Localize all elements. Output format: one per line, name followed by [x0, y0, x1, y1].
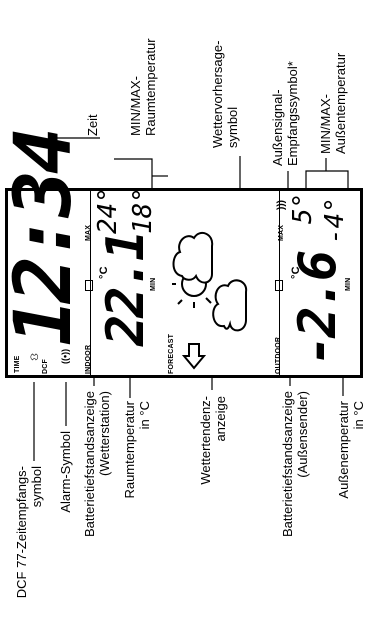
label-dcf-symbol-2: symbol: [29, 466, 44, 508]
label-forecast-symbol-1: Wettervorhersage-: [210, 40, 225, 148]
label-indoor-minmax-2: Raumtemperatur: [143, 38, 158, 136]
trend-arrow-icon: [182, 343, 206, 370]
label-indoor-minmax-1: MIN/MAX-: [128, 76, 143, 136]
label-dcf-symbol-1: DCF 77-Zeitempfangs-: [14, 466, 29, 599]
label-outdoor-temp: Außenemperatur in °C: [336, 401, 366, 506]
indoor-min-tag: MIN: [150, 277, 157, 291]
label-outdoor-temp-2: in °C: [351, 401, 366, 430]
label-trend-2: anzeige: [213, 396, 228, 442]
label-outdoor-minmax-2: Außentemperatur: [333, 52, 348, 154]
label-outdoor-minmax: MIN/MAX- Außentemperatur: [318, 53, 348, 154]
cloud-upper-icon: [172, 231, 214, 284]
outdoor-unit: °C: [290, 266, 302, 279]
label-forecast-symbol-2: symbol: [225, 106, 240, 148]
label-alarm-symbol: Alarm-Symbol: [58, 431, 73, 513]
label-battery-sender-2: (Außensender): [295, 391, 310, 478]
label-outdoor-signal-2: Empfangssymbol*: [285, 61, 300, 166]
forecast-tag: FORECAST: [168, 333, 175, 374]
time-tag: TIME: [14, 355, 21, 373]
indoor-temp-display: 22.1: [96, 232, 156, 346]
label-outdoor-minmax-1: MIN/MAX-: [318, 94, 333, 154]
label-battery-sender: Batterietiefstandsanzeige (Außensender): [280, 391, 310, 556]
time-display: 12:34: [0, 131, 89, 346]
weather-forecast-icon: [172, 231, 248, 332]
battery-sender-icon: [275, 280, 283, 291]
label-outdoor-signal-1: Außensignal-: [270, 89, 285, 166]
outdoor-tag: OUTDOOR: [275, 336, 282, 374]
label-trend: Wettertendenz- anzeige: [198, 396, 228, 506]
battery-station-icon: [85, 280, 93, 291]
label-indoor-temp: Raumtemperatur in °C: [122, 401, 152, 506]
label-indoor-minmax: MIN/MAX- Raumtemperatur: [128, 38, 158, 136]
outdoor-min-tag: MIN: [345, 277, 352, 291]
dcf-tag: DCF: [42, 359, 49, 374]
indoor-unit: °C: [98, 266, 110, 279]
label-dcf-symbol: DCF 77-Zeitempfangs- symbol: [14, 466, 44, 616]
outdoor-max-tag: MAX: [278, 224, 285, 241]
bracket-outdoor-minmax: [305, 170, 349, 196]
indoor-tag: INDOOR: [85, 344, 92, 374]
label-indoor-temp-2: in °C: [137, 401, 152, 430]
cloud-lower-icon: [212, 279, 248, 332]
indoor-max-tag: MAX: [85, 224, 92, 241]
label-battery-station-2: (Wetterstation): [97, 391, 112, 477]
indoor-min-value: 18°: [128, 187, 158, 234]
label-battery-station-1: Batterietiefstandsanzeige: [82, 391, 97, 537]
dcf-icon: ⛻: [29, 352, 41, 361]
outdoor-max-value: 5°: [288, 192, 318, 224]
label-forecast-symbol: Wettervorhersage- symbol: [210, 41, 240, 148]
label-battery-sender-1: Batterietiefstandsanzeige: [280, 391, 295, 537]
signal-icon: ))): [276, 200, 287, 210]
alarm-icon: ((•)): [60, 348, 70, 364]
label-outdoor-temp-1: Außenemperatur: [336, 401, 351, 499]
label-outdoor-signal: Außensignal- Empfangssymbol*: [270, 61, 300, 166]
label-battery-station: Batterietiefstandsanzeige (Wetterstation…: [82, 391, 112, 556]
outdoor-min-value: -4°: [320, 197, 350, 244]
indoor-max-value: 24°: [93, 187, 123, 234]
label-time: Zeit: [85, 114, 100, 136]
label-trend-1: Wettertendenz-: [198, 396, 213, 485]
label-indoor-temp-1: Raumtemperatur: [122, 401, 137, 499]
